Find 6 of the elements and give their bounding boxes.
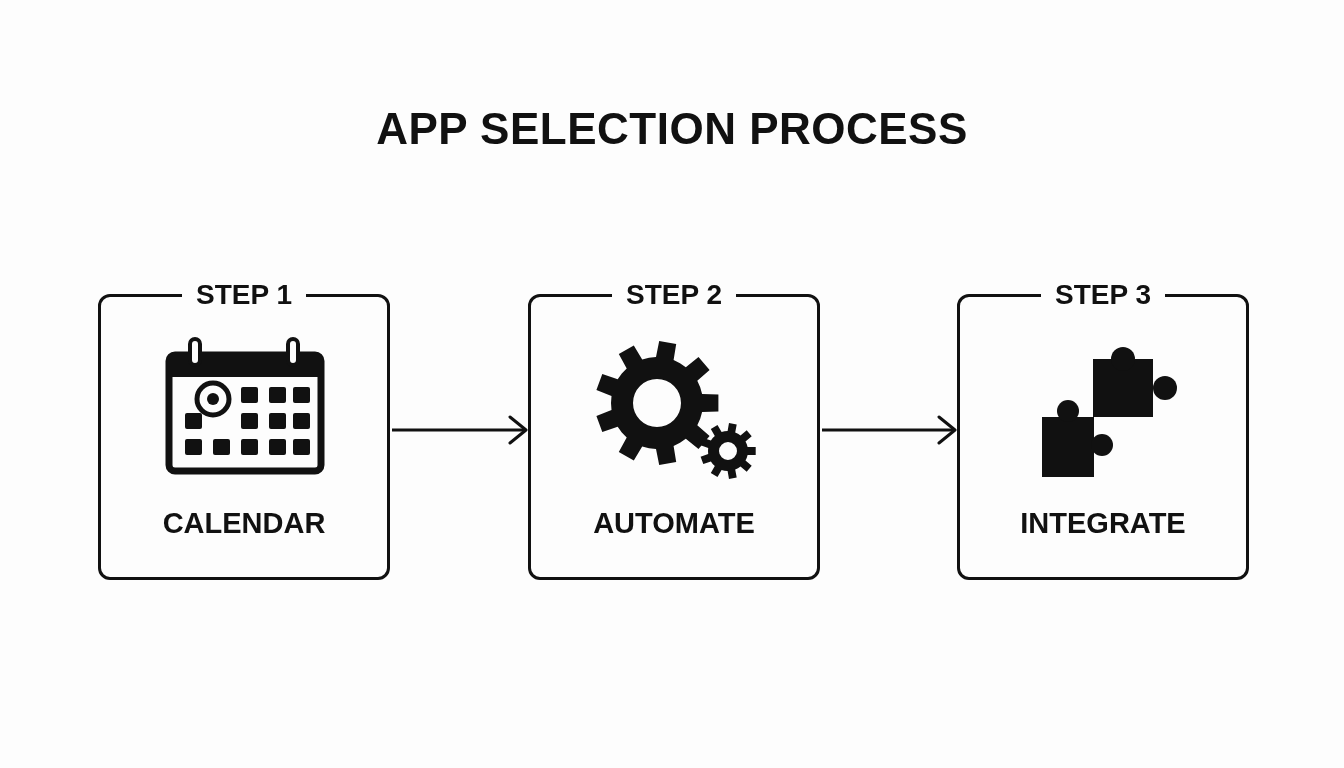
step-label: AUTOMATE bbox=[592, 507, 756, 540]
diagram-title: APP SELECTION PROCESS bbox=[375, 104, 969, 154]
step-label: CALENDAR bbox=[161, 507, 327, 540]
step-label: INTEGRATE bbox=[1019, 507, 1187, 540]
arrow bbox=[392, 415, 528, 445]
arrow bbox=[822, 415, 957, 445]
